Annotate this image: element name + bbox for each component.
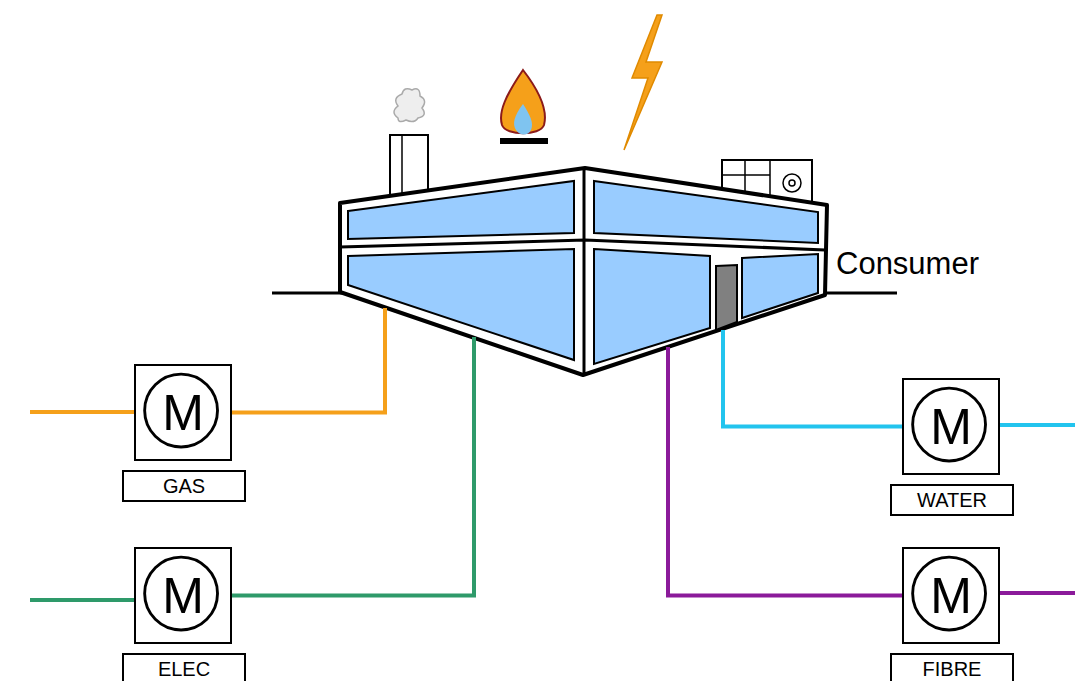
meter-label: ELEC [122,653,246,681]
gas-supply-line [30,410,134,414]
utility-line [232,337,474,596]
meter-box: M ELEC [122,547,246,681]
meter-square: M [134,547,232,644]
consumer-building: Consumer [340,168,827,375]
ground-line [822,292,897,295]
meter-label: WATER [890,484,1014,516]
meter-label: FIBRE [890,653,1014,681]
meter-square: M [902,378,1000,475]
chimney [390,89,428,197]
utility-line [668,347,902,596]
meter-square: M [134,364,232,461]
consumer-label: Consumer [836,246,979,282]
elec-supply-line [30,598,134,602]
meter-box: M GAS [122,364,246,504]
meter-box: M FIBRE [890,547,1014,681]
lightning-icon [624,15,662,150]
meter-symbol: M [904,402,998,452]
fibre-supply-line [998,591,1075,595]
water-supply-line [998,423,1075,427]
meter-symbol: M [904,571,998,621]
flame-icon [500,70,548,144]
door [716,265,737,330]
meter-square: M [902,547,1000,644]
meter-label: GAS [122,470,246,502]
utility-line [723,330,902,427]
building [340,168,827,375]
meter-symbol: M [136,571,230,621]
meter-symbol: M [136,388,230,438]
ground-line [272,292,345,295]
meter-box: M WATER [890,378,1014,518]
utility-line [232,308,385,413]
